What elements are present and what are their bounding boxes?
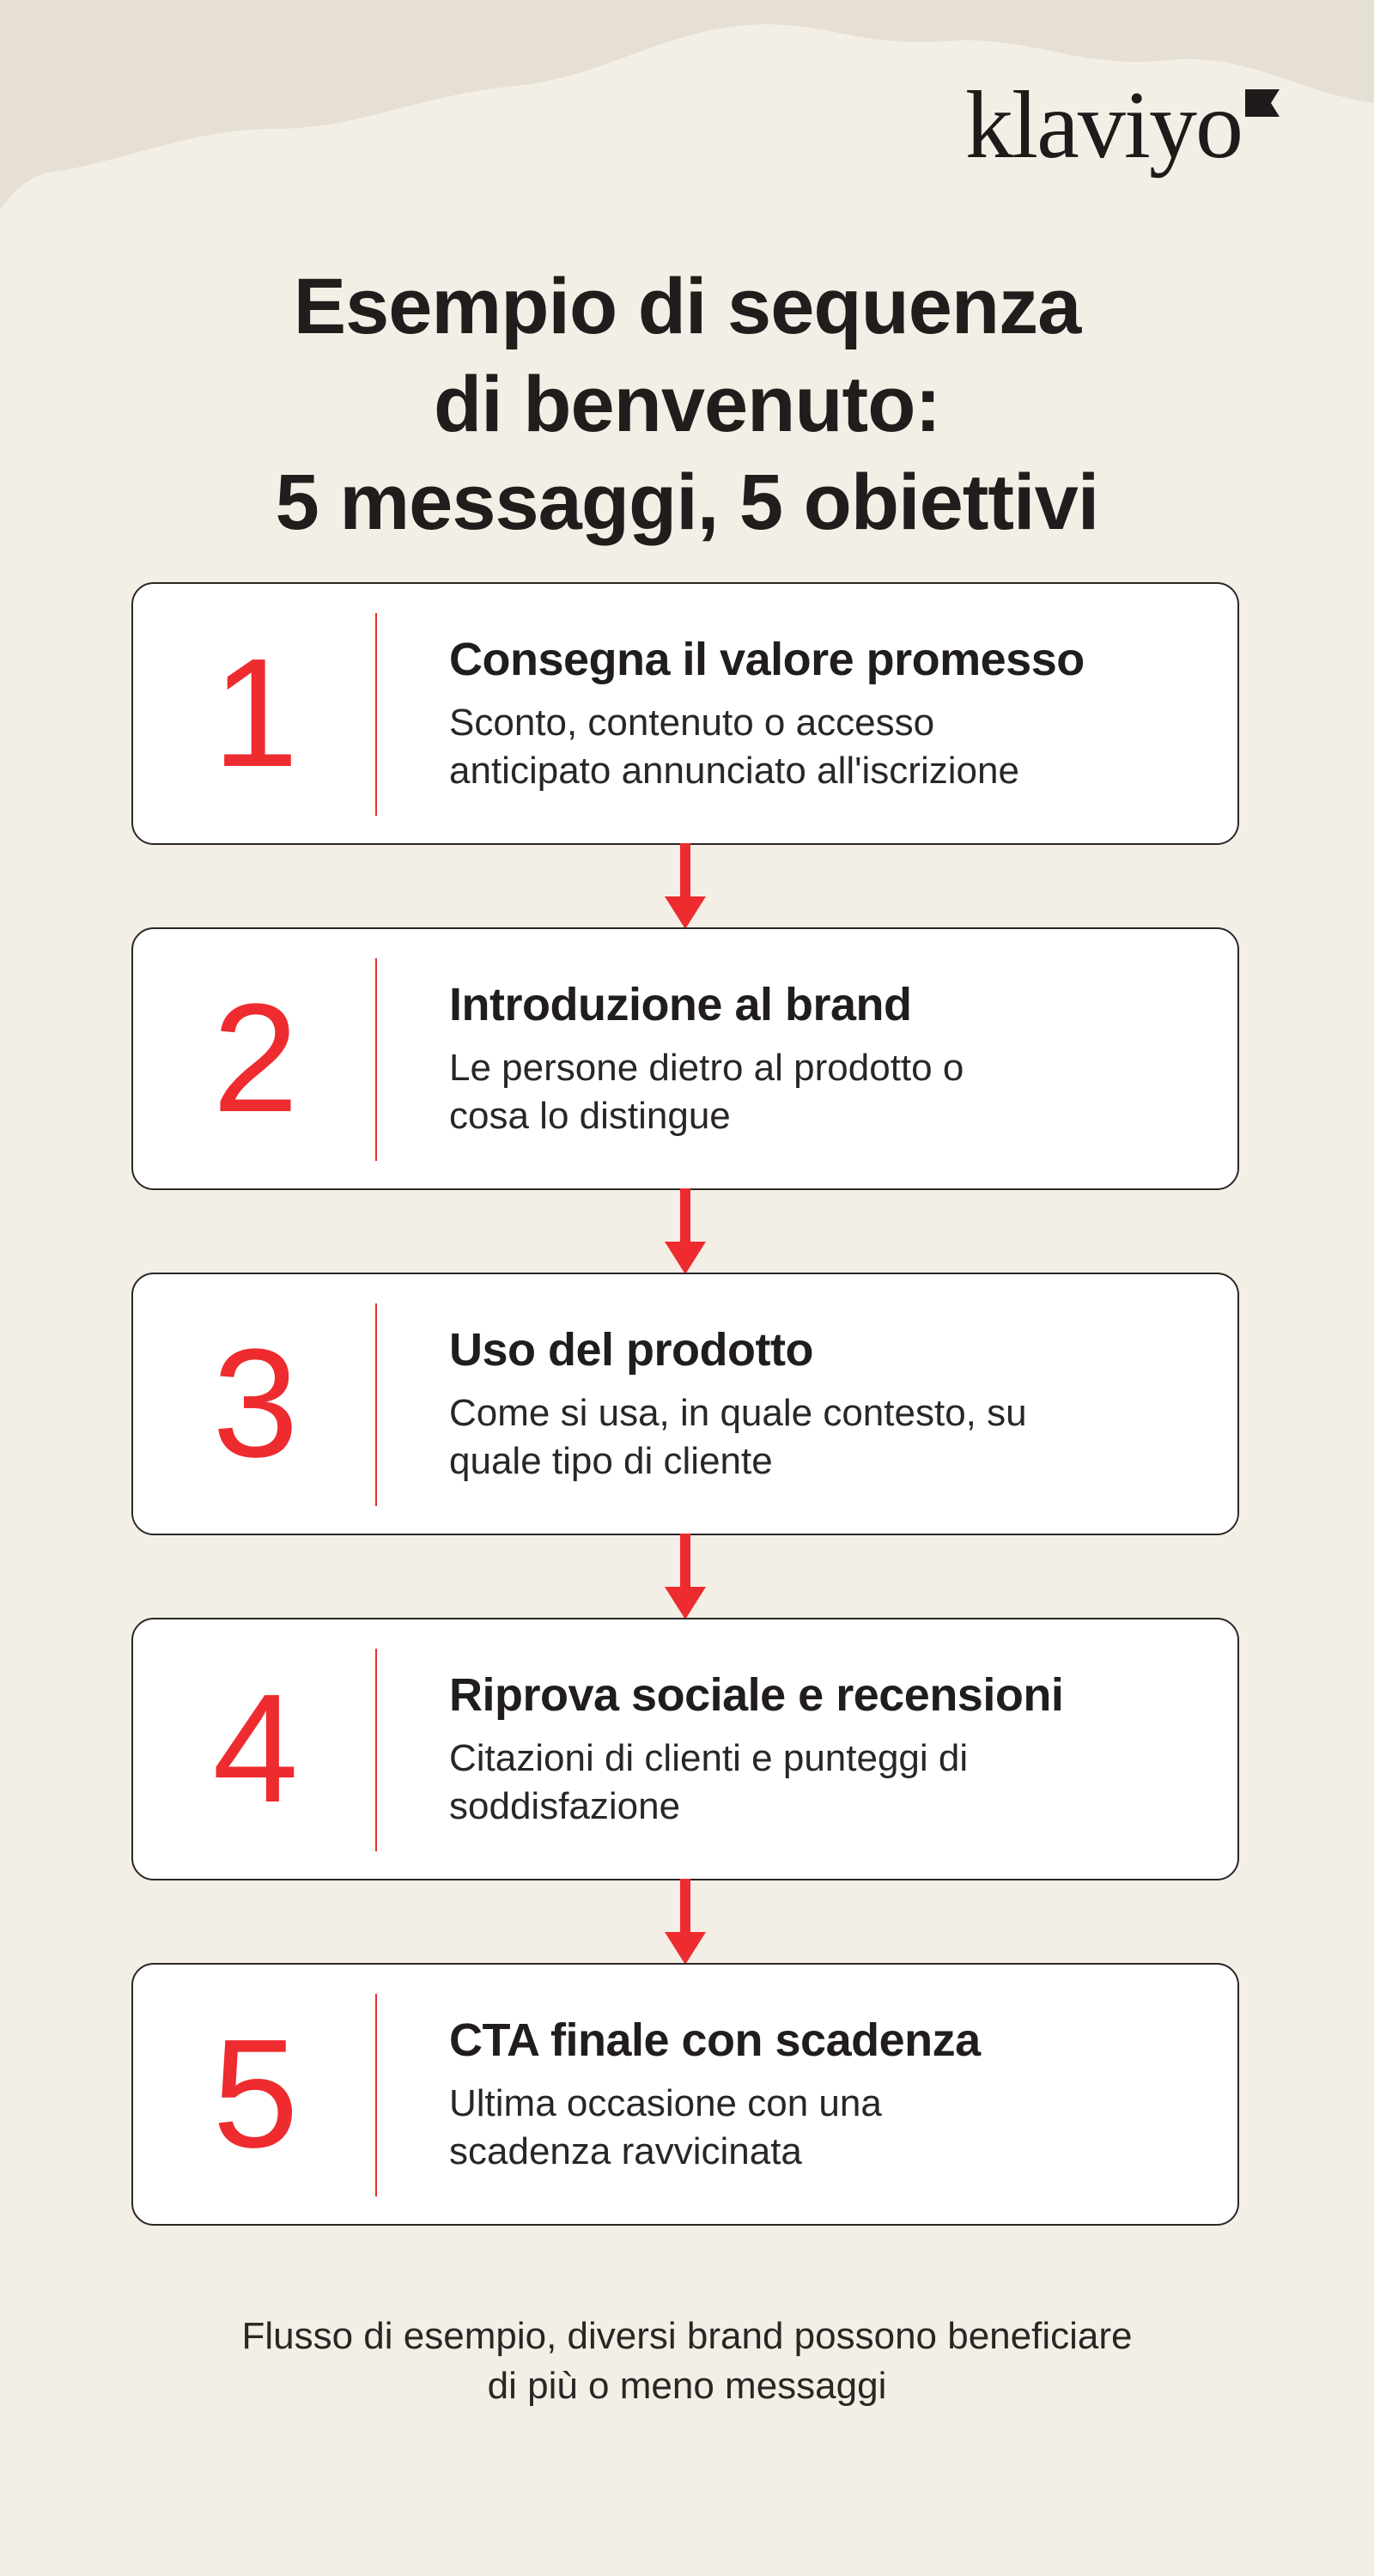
arrow-connector-2-3 bbox=[131, 1188, 1239, 1274]
step-card-2: 2 Introduzione al brand Le persone dietr… bbox=[131, 927, 1239, 1190]
top-background-wave bbox=[0, 0, 1374, 210]
step-description-line-1: Le persone dietro al prodotto o bbox=[449, 1047, 964, 1089]
step-divider bbox=[375, 1649, 377, 1851]
title-line-2: di benvenuto: bbox=[433, 361, 941, 448]
step-number: 4 bbox=[212, 1662, 299, 1835]
arrow-down-icon bbox=[665, 843, 706, 929]
step-number: 2 bbox=[212, 972, 299, 1145]
title-line-3: 5 messaggi, 5 obiettivi bbox=[275, 459, 1100, 546]
step-description: Citazioni di clienti e punteggi di soddi… bbox=[449, 1735, 1136, 1831]
step-description-line-1: Ultima occasione con una bbox=[449, 2082, 882, 2124]
step-divider bbox=[375, 1994, 377, 2196]
step-heading: Uso del prodotto bbox=[449, 1324, 813, 1376]
step-text: Consegna il valore promesso Sconto, cont… bbox=[449, 632, 1205, 795]
logo-flag-icon bbox=[1245, 89, 1280, 117]
step-description: Le persone dietro al prodotto o cosa lo … bbox=[449, 1044, 1136, 1140]
step-text: CTA finale con scadenza Ultima occasione… bbox=[449, 2013, 1205, 2176]
step-text: Uso del prodotto Come si usa, in quale c… bbox=[449, 1322, 1205, 1485]
step-heading: Consegna il valore promesso bbox=[449, 634, 1085, 685]
step-description: Ultima occasione con una scadenza ravvic… bbox=[449, 2080, 1136, 2176]
logo-wordmark: klaviyo bbox=[965, 72, 1243, 179]
arrow-connector-4-5 bbox=[131, 1879, 1239, 1965]
step-heading: CTA finale con scadenza bbox=[449, 2014, 981, 2066]
step-card-5: 5 CTA finale con scadenza Ultima occasio… bbox=[131, 1963, 1239, 2226]
step-description-line-1: Sconto, contenuto o accesso bbox=[449, 702, 935, 744]
step-text: Introduzione al brand Le persone dietro … bbox=[449, 977, 1205, 1140]
footnote-line-2: di più o meno messaggi bbox=[487, 2365, 887, 2407]
step-description-line-2: anticipato annunciato all'iscrizione bbox=[449, 750, 1019, 792]
footnote-line-1: Flusso di esempio, diversi brand possono… bbox=[241, 2315, 1133, 2357]
step-description-line-1: Citazioni di clienti e punteggi di bbox=[449, 1737, 969, 1779]
title-line-1: Esempio di sequenza bbox=[293, 263, 1082, 350]
step-card-3: 3 Uso del prodotto Come si usa, in quale… bbox=[131, 1273, 1239, 1535]
steps-flow: 1 Consegna il valore promesso Sconto, co… bbox=[131, 582, 1243, 2226]
step-description-line-1: Come si usa, in quale contesto, su bbox=[449, 1392, 1027, 1434]
step-description-line-2: scadenza ravvicinata bbox=[449, 2130, 802, 2172]
step-card-4: 4 Riprova sociale e recensioni Citazioni… bbox=[131, 1618, 1239, 1880]
klaviyo-logo: klaviyo bbox=[965, 77, 1280, 173]
step-heading: Riprova sociale e recensioni bbox=[449, 1669, 1064, 1721]
arrow-down-icon bbox=[665, 1534, 706, 1619]
step-description: Sconto, contenuto o accesso anticipato a… bbox=[449, 699, 1136, 795]
step-number: 5 bbox=[212, 2008, 299, 2180]
page-title: Esempio di sequenza di benvenuto: 5 mess… bbox=[0, 258, 1374, 551]
step-heading: Introduzione al brand bbox=[449, 979, 912, 1030]
step-card-1: 1 Consegna il valore promesso Sconto, co… bbox=[131, 582, 1239, 845]
arrow-down-icon bbox=[665, 1188, 706, 1274]
step-divider bbox=[375, 613, 377, 816]
step-number: 3 bbox=[212, 1317, 299, 1490]
step-number: 1 bbox=[212, 627, 299, 799]
step-description-line-2: cosa lo distingue bbox=[449, 1095, 731, 1137]
arrow-connector-3-4 bbox=[131, 1534, 1239, 1619]
arrow-down-icon bbox=[665, 1879, 706, 1965]
step-description-line-2: soddisfazione bbox=[449, 1785, 681, 1827]
step-divider bbox=[375, 1303, 377, 1506]
step-description: Come si usa, in quale contesto, su quale… bbox=[449, 1389, 1136, 1485]
arrow-connector-1-2 bbox=[131, 843, 1239, 929]
step-divider bbox=[375, 958, 377, 1161]
step-description-line-2: quale tipo di cliente bbox=[449, 1440, 773, 1482]
footnote: Flusso di esempio, diversi brand possono… bbox=[0, 2312, 1374, 2411]
step-text: Riprova sociale e recensioni Citazioni d… bbox=[449, 1668, 1205, 1831]
